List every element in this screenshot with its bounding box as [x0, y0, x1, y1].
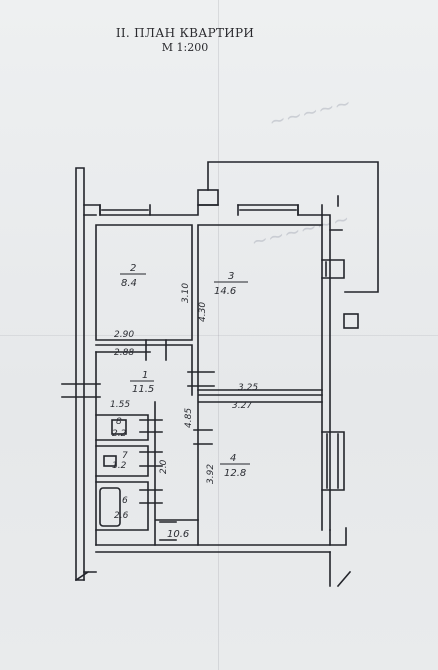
outer-wall-top-stub	[329, 195, 343, 231]
door-tick	[139, 489, 163, 504]
door-tick	[187, 371, 215, 387]
outer-wall-left	[75, 167, 85, 581]
paper-fold-vertical	[218, 0, 219, 670]
dimension-1-55: 1.55	[110, 400, 130, 410]
dimension-2-88: 2.88	[114, 348, 134, 358]
vent-shaft	[197, 189, 219, 206]
wall-partition-1	[95, 344, 323, 546]
outer-wall-bottom-left	[74, 570, 97, 582]
door-tick	[139, 451, 163, 467]
room-8-number: 8	[116, 417, 122, 427]
wall-room-2	[95, 224, 193, 341]
room-6-number: 6	[122, 496, 128, 506]
room-4-number: 4	[230, 453, 236, 464]
dimension-4-85: 4.85	[184, 408, 194, 428]
door-tick	[61, 383, 101, 398]
outer-wall-bottom	[95, 544, 331, 553]
bathtub	[99, 487, 121, 527]
window-top-2	[237, 204, 299, 216]
column-right	[343, 313, 359, 329]
wall-room-7	[95, 445, 149, 477]
window-right-2	[321, 431, 345, 491]
door-tick	[159, 521, 177, 541]
toilet-box	[111, 419, 127, 435]
window-right-1	[321, 259, 345, 279]
plan-title: II. ПЛАН КВАРТИРИ	[115, 26, 255, 40]
room-5-area: 10.6	[167, 529, 189, 540]
room-6-area: 2.6	[114, 511, 129, 521]
room-7-number: 7	[122, 451, 128, 461]
outer-wall-bottom-right	[329, 527, 352, 588]
outer-wall-right	[321, 214, 331, 531]
dimension-3-27: 3.27	[232, 401, 252, 411]
room-4-area: 12.8	[224, 468, 246, 479]
wall-room-6	[95, 481, 149, 531]
plan-scale: М 1:200	[161, 41, 209, 54]
room-8-area: 2.2	[112, 429, 127, 439]
dimension-3-92: 3.92	[206, 464, 216, 484]
door-tick	[145, 339, 167, 361]
dimension-2-0: 2.0	[159, 459, 169, 474]
paper-fold-horizontal	[0, 335, 438, 336]
room-1-number: 1	[142, 370, 148, 381]
room-7-area: 1.2	[112, 461, 127, 471]
room-2-area: 8.4	[121, 278, 137, 289]
room-3-number: 3	[228, 271, 234, 282]
sink	[103, 455, 117, 467]
room-1-area: 11.5	[132, 384, 154, 395]
outer-wall-top-right	[207, 161, 379, 293]
door-tick	[139, 419, 163, 433]
dimension-4-30: 4.30	[198, 302, 208, 322]
dimension-3-10: 3.10	[181, 283, 191, 303]
door-tick	[193, 429, 213, 445]
room-2-number: 2	[130, 263, 136, 274]
dimension-3-25: 3.25	[238, 383, 258, 393]
wall-room-3	[197, 224, 323, 391]
dimension-2-90: 2.90	[114, 330, 134, 340]
wall-room-8	[95, 414, 149, 441]
window-top-1	[99, 204, 151, 216]
room-3-area: 14.6	[214, 286, 236, 297]
